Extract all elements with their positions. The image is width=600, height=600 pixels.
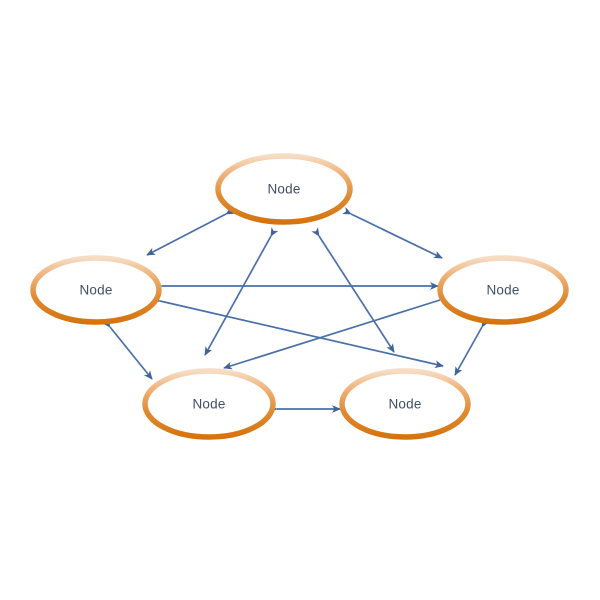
edge-top-bottomleft[interactable] (204, 227, 279, 356)
node-ellipse-top (215, 153, 353, 225)
node-label-bottom-right: Node (388, 397, 421, 412)
node-bottom-left[interactable]: Node (142, 368, 276, 440)
node-bottom-right[interactable]: Node (339, 368, 471, 440)
node-top[interactable]: Node (215, 153, 353, 225)
node-label-bottom-left: Node (192, 397, 225, 412)
node-ellipse-left (30, 255, 162, 325)
edge-left-bottomright[interactable] (151, 295, 444, 369)
edge-right-bottomleft[interactable] (223, 293, 449, 370)
node-label-top: Node (267, 182, 300, 197)
edges-layer (101, 206, 490, 413)
node-label-left: Node (79, 283, 112, 298)
edge-top-right[interactable] (342, 207, 443, 259)
edge-right-bottomright[interactable] (454, 318, 490, 376)
node-ellipse-bottom-left (142, 368, 276, 440)
node-ellipse-bottom-right (339, 368, 471, 440)
node-right[interactable]: Node (437, 255, 569, 325)
node-left[interactable]: Node (30, 255, 162, 325)
edge-top-left[interactable] (146, 206, 235, 256)
edge-left-bottomleft[interactable] (101, 318, 153, 380)
node-label-right: Node (486, 283, 519, 298)
node-ellipse-right (437, 255, 569, 325)
